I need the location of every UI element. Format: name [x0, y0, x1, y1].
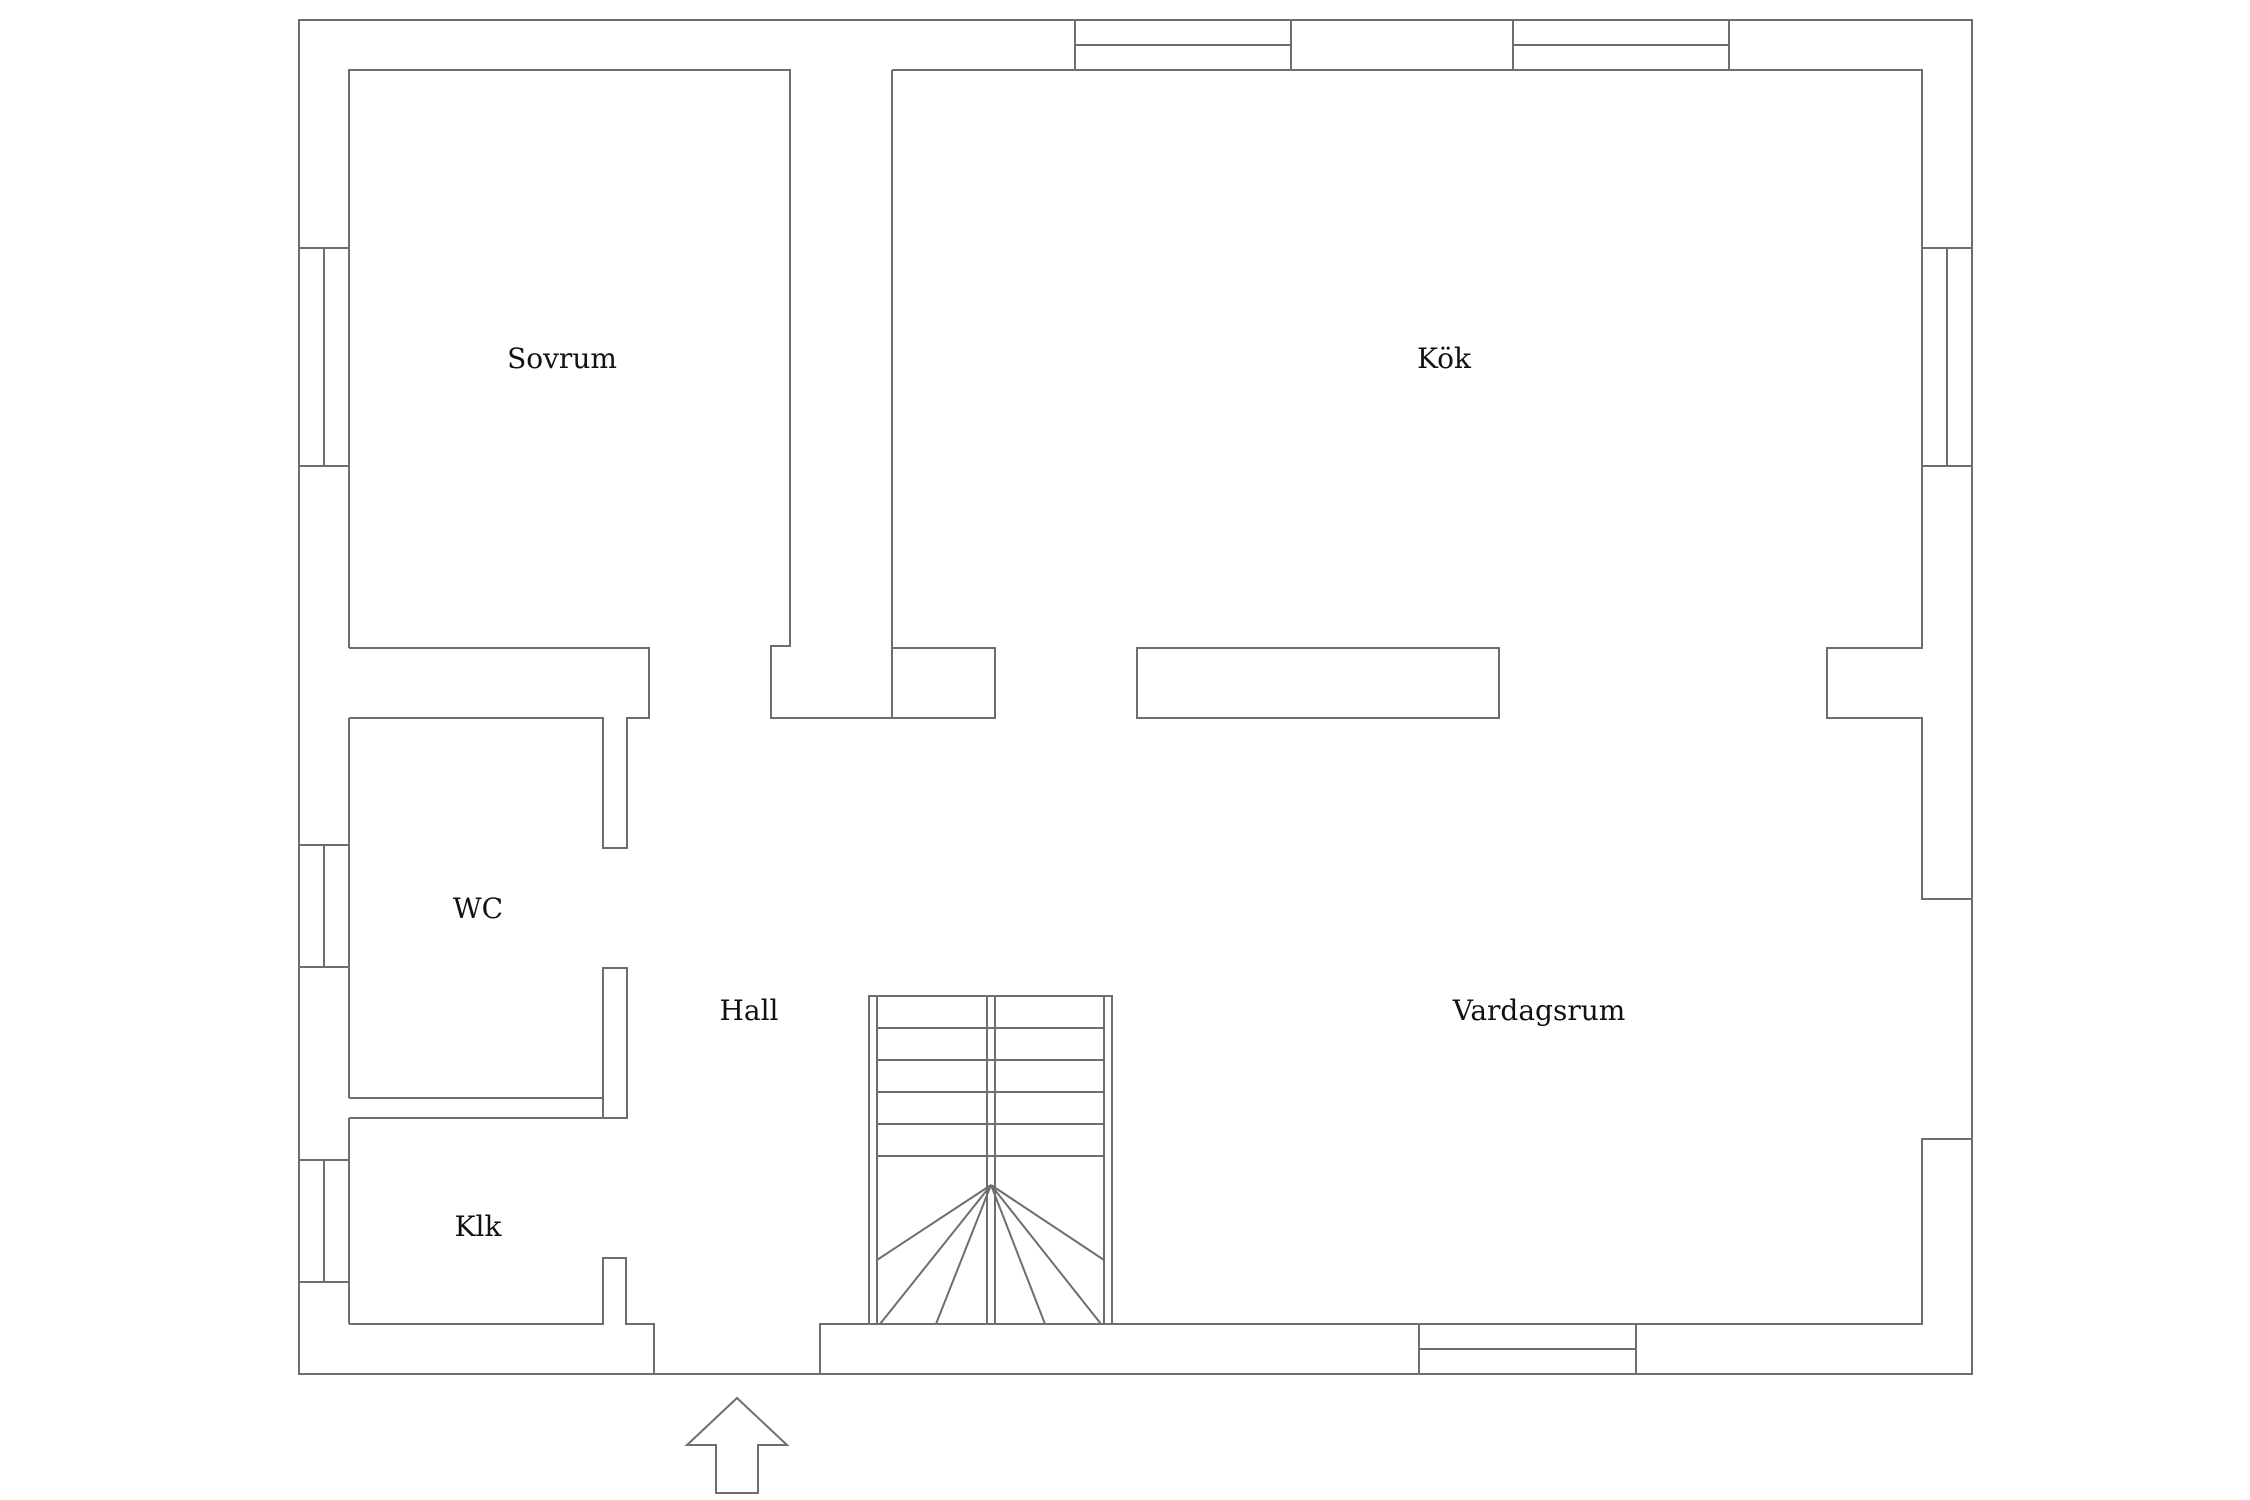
window-west-2: [298, 844, 350, 968]
staircase: [868, 995, 1113, 1325]
window-east: [1921, 247, 1973, 467]
window-north-2: [1512, 19, 1730, 71]
room-label-wc: WC: [453, 892, 503, 925]
interior-walls: [349, 645, 1500, 1119]
room-labels: Sovrum Kök WC Hall Vardagsrum Klk: [453, 342, 1625, 1243]
window-west-1: [298, 247, 350, 467]
arrow-up-outline-icon: [684, 1396, 790, 1494]
room-label-kok: Kök: [1417, 342, 1472, 375]
window-south: [1418, 1323, 1637, 1375]
window-west-3: [298, 1159, 350, 1283]
room-label-hall: Hall: [719, 994, 778, 1027]
window-north-1: [1074, 19, 1292, 71]
room-label-klk: Klk: [455, 1210, 503, 1243]
room-label-vardagsrum: Vardagsrum: [1452, 994, 1626, 1027]
windows: [298, 19, 1973, 1375]
room-label-sovrum: Sovrum: [507, 342, 617, 375]
